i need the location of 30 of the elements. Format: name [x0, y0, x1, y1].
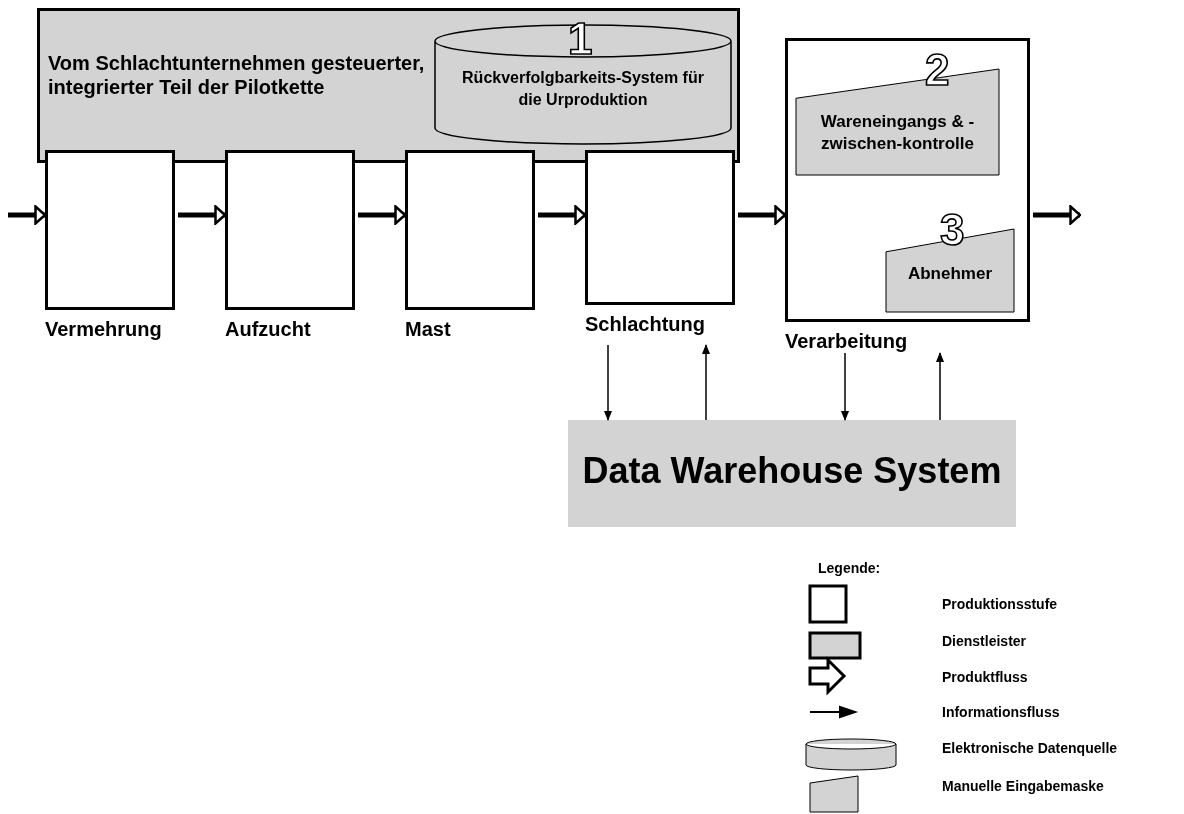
product-flow-arrow — [8, 205, 47, 225]
cylinder-label: Rückverfolgbarkeits-System für die Urproduktion — [461, 68, 705, 110]
product-flow-arrow — [178, 205, 227, 225]
product-flow-arrow — [738, 205, 787, 225]
legend-label: Produktfluss — [942, 669, 1028, 685]
information-arrow — [604, 344, 612, 421]
information-arrow — [702, 344, 710, 421]
information-arrow — [841, 352, 849, 421]
legend-label: Manuelle Eingabemaske — [942, 778, 1104, 794]
legend-label: Informationsfluss — [942, 704, 1060, 720]
product-flow-arrow — [358, 205, 407, 225]
legend-heading: Legende: — [818, 560, 881, 576]
legend-label: Produktionsstufe — [942, 596, 1058, 612]
system-box — [568, 420, 1016, 527]
step-number: 1 — [568, 17, 593, 61]
stage-label: Aufzucht — [225, 318, 311, 341]
legend-label: Dienstleister — [942, 633, 1027, 649]
group-title: Vom Schlachtunternehmen gesteuerter, integrierter Teil der Pilotkette — [48, 51, 426, 99]
system-label: Data Warehouse System — [581, 450, 1003, 492]
group-band — [37, 8, 740, 163]
information-arrow — [936, 352, 944, 421]
product-flow-arrow — [538, 205, 587, 225]
stage-label: Mast — [405, 318, 451, 341]
input-mask-label: Abnehmer — [906, 263, 994, 286]
stage-label: Verarbeitung — [785, 330, 908, 353]
legend-label: Elektronische Datenquelle — [942, 740, 1118, 756]
input-mask-label: Wareneingangs & -zwischen-kontrolle — [819, 110, 976, 155]
stage-label: Schlachtung — [585, 313, 705, 336]
product-flow-arrow — [1033, 205, 1082, 225]
stage-label: Vermehrung — [45, 318, 162, 341]
